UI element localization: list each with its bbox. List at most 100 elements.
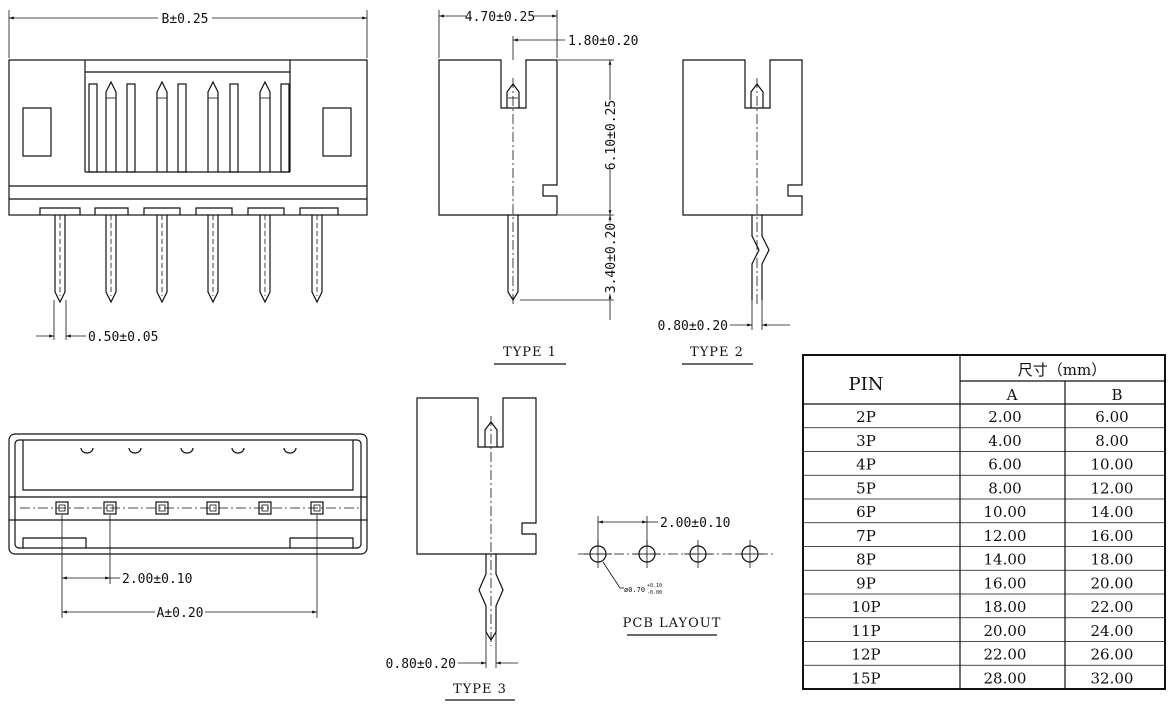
type3-body — [416, 397, 537, 555]
table-cell-pin: 15P — [851, 669, 880, 687]
table-pin-header: PIN — [849, 374, 884, 395]
front-pin — [259, 80, 271, 304]
table-cell-b: 6.00 — [1095, 408, 1128, 426]
hole-tolerance-minus: -0.00 — [647, 590, 662, 596]
table-cell-b: 22.00 — [1091, 598, 1134, 616]
bottom-latch — [180, 447, 194, 454]
right-window — [322, 107, 352, 157]
rib — [88, 83, 98, 173]
type1-view: 4.70±0.25 1.80±0.20 6.10±0.25 3.40±0.20 … — [438, 10, 638, 365]
table-cell-b: 32.00 — [1091, 669, 1134, 687]
rib — [126, 83, 136, 173]
type2-pin-label: 0.80±0.20 — [658, 319, 728, 334]
table-col-b: B — [1111, 386, 1122, 404]
table-cell-a: 20.00 — [984, 622, 1027, 640]
table-row: 6P 10.00 14.00 — [803, 498, 1165, 521]
front-body — [8, 59, 368, 216]
table-cell-b: 14.00 — [1091, 503, 1134, 521]
type2-caption: TYPE 2 — [690, 345, 744, 360]
front-pin — [156, 80, 168, 304]
height-label: 6.10±0.25 — [604, 100, 619, 170]
bottom-body — [8, 433, 368, 555]
table-cell-pin: 9P — [856, 574, 876, 592]
table-cell-b: 8.00 — [1095, 432, 1128, 450]
front-pin — [105, 80, 117, 304]
b-dimension-label: B±0.25 — [162, 12, 209, 27]
type3-caption: TYPE 3 — [453, 682, 507, 697]
table-row: 4P 6.00 10.00 — [803, 451, 1165, 474]
table-cell-pin: 6P — [856, 503, 876, 521]
pcb-caption: PCB LAYOUT — [623, 616, 722, 631]
table-cell-a: 18.00 — [984, 598, 1027, 616]
pitch-label: 2.00±0.10 — [122, 572, 192, 587]
table-cell-b: 26.00 — [1091, 646, 1134, 664]
table-cell-a: 12.00 — [984, 527, 1027, 545]
bottom-latch — [80, 447, 94, 454]
table-cell-a: 14.00 — [984, 551, 1027, 569]
table-cell-b: 16.00 — [1091, 527, 1134, 545]
type2-view: 0.80±0.20 TYPE 2 — [658, 59, 803, 365]
type1-body — [438, 59, 558, 216]
table-row: 15P 28.00 32.00 — [803, 664, 1165, 687]
rib — [177, 83, 187, 173]
table-cell-a: 4.00 — [988, 432, 1021, 450]
bottom-latch — [128, 447, 142, 454]
type1-caption: TYPE 1 — [503, 345, 557, 360]
table-cell-b: 20.00 — [1091, 574, 1134, 592]
bottom-view: 2.00±0.10 A±0.20 — [8, 433, 368, 621]
left-window — [22, 107, 52, 157]
front-pin — [311, 215, 323, 304]
table-cell-b: 18.00 — [1091, 551, 1134, 569]
pin-width-label: 0.50±0.05 — [88, 330, 158, 345]
slot-label: 1.80±0.20 — [568, 34, 638, 49]
table-row: 2P 2.00 6.00 — [856, 408, 1129, 426]
rib — [229, 83, 239, 173]
bottom-latch — [231, 447, 245, 454]
type3-pin-label: 0.80±0.20 — [386, 657, 456, 672]
table-cell-pin: 5P — [856, 479, 876, 497]
dimension-table: PIN 尺寸（mm） A B 2P 2.00 6.00 3P 4.00 8.00 4P 6.0… — [802, 354, 1166, 690]
table-row: 10P 18.00 22.00 — [803, 593, 1165, 616]
bottom-latch — [283, 447, 297, 454]
front-pin — [207, 80, 219, 304]
table-row: 11P 20.00 24.00 — [803, 617, 1165, 640]
tail-label: 3.40±0.20 — [604, 223, 619, 293]
table-cell-b: 12.00 — [1091, 479, 1134, 497]
front-pin — [54, 215, 66, 304]
table-row: 9P 16.00 20.00 — [803, 569, 1165, 592]
hole-diameter-label: ø0.70 — [624, 586, 645, 594]
table-row: 12P 22.00 26.00 — [803, 641, 1165, 664]
table-cell-a: 10.00 — [984, 503, 1027, 521]
table-row: 5P 8.00 12.00 — [803, 474, 1165, 497]
type3-view: 0.80±0.20 TYPE 3 — [386, 397, 537, 701]
hole-tolerance-plus: +0.10 — [647, 583, 662, 589]
table-cell-b: 10.00 — [1091, 456, 1134, 474]
table-cell-a: 6.00 — [988, 456, 1021, 474]
front-view: B±0.25 0.50±0.05 — [8, 10, 368, 345]
a-dimension-label: A±0.20 — [157, 606, 204, 621]
table-row: 7P 12.00 16.00 — [803, 522, 1165, 545]
table-cell-pin: 3P — [856, 432, 876, 450]
pcb-layout: 2.00±0.10 ø0.70 +0.10 -0.00 PCB LAYOUT — [578, 516, 775, 636]
pcb-pitch-label: 2.00±0.10 — [660, 516, 730, 531]
table-cell-a: 2.00 — [988, 408, 1021, 426]
table-cell-a: 22.00 — [984, 646, 1027, 664]
table-col-a: A — [1006, 386, 1018, 404]
table-row: 8P 14.00 18.00 — [803, 546, 1165, 569]
table-cell-pin: 2P — [856, 408, 876, 426]
table-cell-pin: 12P — [851, 646, 880, 664]
table-cell-pin: 11P — [851, 622, 880, 640]
table-cell-pin: 8P — [856, 551, 876, 569]
depth-label: 4.70±0.25 — [465, 10, 535, 25]
table-cell-b: 24.00 — [1091, 622, 1134, 640]
rib — [280, 83, 290, 173]
table-cell-a: 16.00 — [984, 574, 1027, 592]
table-cell-pin: 10P — [851, 598, 880, 616]
table-cell-pin: 7P — [856, 527, 876, 545]
type2-body — [682, 59, 803, 216]
table-cell-pin: 4P — [856, 456, 876, 474]
table-cell-a: 28.00 — [984, 669, 1027, 687]
table-size-header: 尺寸（mm） — [1018, 361, 1106, 379]
table-cell-a: 8.00 — [988, 479, 1021, 497]
